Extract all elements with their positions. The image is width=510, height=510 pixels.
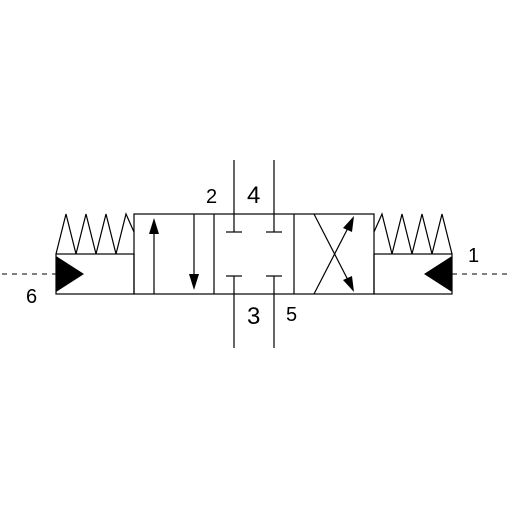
right-cross-arrow-head-2 [343,216,354,232]
right-cross-arrow-head-1 [343,276,354,292]
port-label-1: 1 [468,245,479,267]
right-cross-line-2 [313,225,350,295]
left-spring [55,212,135,255]
valve-body [133,213,375,295]
port-label-4: 4 [247,182,260,209]
port-label-2: 2 [206,186,217,208]
right-spring [373,212,453,255]
port-label-5: 5 [286,304,297,326]
right-cross-line-1 [313,213,350,283]
left-actuator-triangle [56,256,84,292]
right-actuator-triangle [424,256,452,292]
left-down-arrow-head [189,274,199,290]
port-label-6: 6 [26,286,37,308]
port-label-3: 3 [247,303,260,330]
left-up-arrow-head [149,218,159,234]
